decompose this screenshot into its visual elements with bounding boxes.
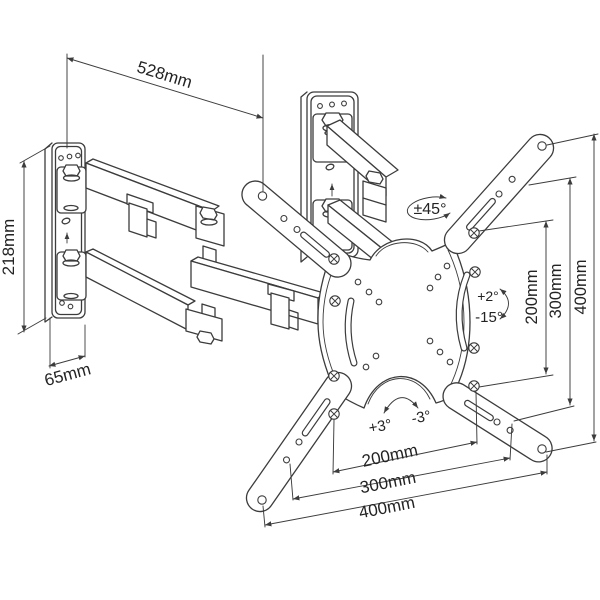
dimension-vesa-vertical-400mm: 400mm bbox=[545, 133, 599, 453]
screw-icon bbox=[468, 380, 480, 392]
dimension-vesa-vertical-200mm: 200mm bbox=[478, 219, 554, 388]
hinge-bolt bbox=[62, 249, 81, 262]
mount-hole bbox=[317, 103, 323, 109]
mount-hole bbox=[341, 100, 347, 107]
vesa-v400-label: 400mm bbox=[572, 259, 590, 314]
swivel-angle-label: ±45° bbox=[414, 201, 447, 218]
plate-height-dimension-label: 218mm bbox=[0, 219, 18, 276]
screw-icon bbox=[468, 342, 480, 354]
screw-icon bbox=[328, 370, 340, 382]
washer bbox=[62, 174, 81, 182]
vesa-h400-label: 400mm bbox=[357, 493, 416, 522]
mount-hole bbox=[66, 153, 73, 160]
elbow-seam bbox=[362, 197, 387, 206]
vesa-v200-label: 200mm bbox=[523, 269, 541, 324]
vesa-plate bbox=[241, 133, 555, 513]
screw-icon bbox=[329, 295, 341, 307]
lower-arm-end-cap bbox=[185, 308, 223, 342]
level-annotation: +3° -3° bbox=[367, 397, 432, 437]
elbow-bolt bbox=[365, 170, 384, 185]
washer bbox=[63, 204, 79, 212]
cable-clip-hook bbox=[288, 309, 299, 331]
level-right-label: -3° bbox=[410, 408, 432, 428]
mount-hole bbox=[329, 101, 335, 108]
cable-clip-front bbox=[128, 202, 148, 238]
tilt-up-label: +2° bbox=[477, 288, 499, 304]
tilt-annotation: +2° -15° bbox=[475, 288, 509, 326]
vesa-v300-label: 300mm bbox=[547, 263, 565, 318]
vesa-arm-slots bbox=[300, 197, 496, 437]
cable-clip-front bbox=[270, 292, 290, 330]
extension-dimension-label: 528mm bbox=[135, 57, 195, 92]
screw-icon bbox=[469, 266, 481, 278]
plate-side-face bbox=[300, 91, 308, 263]
tilt-down-label: -15° bbox=[475, 309, 503, 326]
plate-screws bbox=[328, 227, 481, 420]
articulating-arm-extended bbox=[85, 158, 325, 345]
screw-icon bbox=[468, 227, 480, 239]
cable-clip-hook bbox=[146, 218, 157, 239]
vesa-arm-holes bbox=[257, 141, 547, 505]
mount-hole bbox=[58, 155, 64, 161]
mount-hole bbox=[75, 152, 81, 159]
mount-hole bbox=[67, 303, 74, 310]
swivel-annotation: ±45° bbox=[406, 193, 451, 221]
curved-slots bbox=[344, 271, 471, 367]
dimension-218mm: 218mm bbox=[0, 145, 51, 335]
plate-holes bbox=[354, 262, 454, 371]
washer bbox=[63, 292, 79, 300]
wall-edge bbox=[44, 142, 53, 323]
washer bbox=[200, 218, 218, 226]
end-bolt bbox=[196, 330, 215, 345]
mount-hole bbox=[59, 300, 65, 306]
dimension-vesa-vertical-300mm: 300mm bbox=[513, 176, 577, 422]
top-arch-inner bbox=[375, 242, 429, 257]
wall-plate-side-view bbox=[44, 142, 87, 369]
screw-icon bbox=[328, 408, 340, 420]
end-bolt bbox=[199, 206, 218, 221]
keyhole bbox=[61, 217, 71, 225]
washer bbox=[62, 259, 80, 267]
cable-clip bbox=[267, 283, 295, 302]
keyhole bbox=[325, 163, 335, 171]
level-left-label: +3° bbox=[367, 416, 393, 437]
center-plate-inner-right bbox=[447, 249, 465, 391]
bottom-arch-inner bbox=[367, 378, 431, 405]
vesa-h200-label: 200mm bbox=[360, 440, 419, 470]
center-plate-inner-left bbox=[322, 259, 340, 387]
screw-icon bbox=[328, 253, 340, 265]
wall-plate-inner bbox=[54, 145, 83, 316]
dimension-vesa-horizontal-400mm: 400mm bbox=[262, 454, 548, 528]
